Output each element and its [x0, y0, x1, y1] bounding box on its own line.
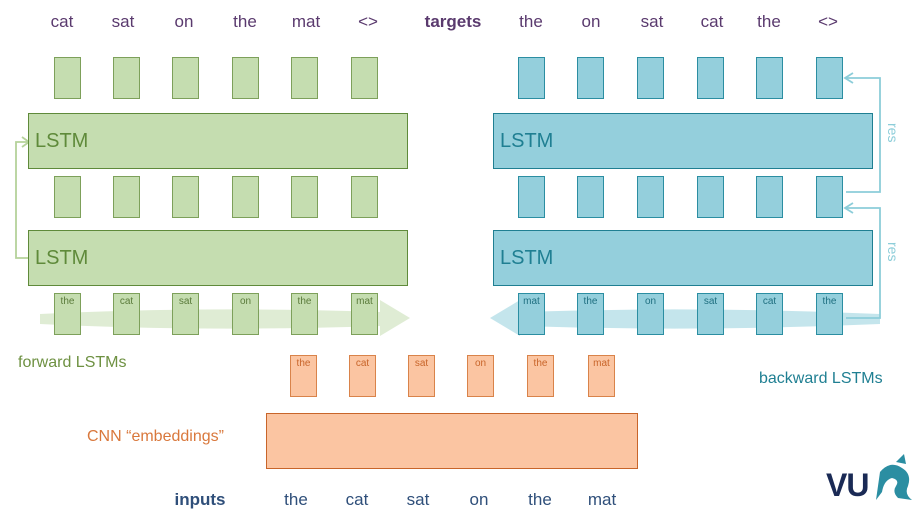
backward-residual-label-top: res	[885, 123, 901, 143]
cnn-embedding-block	[266, 413, 638, 469]
target-word: on	[174, 12, 194, 31]
target-word: cat	[50, 12, 74, 31]
input-word: on	[469, 490, 489, 509]
backward-residual-arrow-top	[843, 72, 881, 193]
forward-output-cell	[54, 57, 81, 99]
forward-input-cell: cat	[113, 293, 140, 335]
forward-output-cell	[172, 57, 199, 99]
backward-output-cell	[816, 57, 843, 99]
backward-residual-label-bottom: res	[885, 242, 901, 262]
backward-hidden-cell	[518, 176, 545, 218]
forward-output-cell	[113, 57, 140, 99]
backward-hidden-cell	[756, 176, 783, 218]
forward-hidden-cell	[54, 176, 81, 218]
target-word: the	[519, 12, 543, 31]
forward-hidden-cell	[232, 176, 259, 218]
inputs-label: inputs	[174, 490, 226, 509]
target-word: the	[757, 12, 781, 31]
backward-input-cell: the	[577, 293, 604, 335]
backward-hidden-cell	[697, 176, 724, 218]
forward-hidden-cell	[113, 176, 140, 218]
input-word: the	[528, 490, 552, 509]
forward-input-cell: mat	[351, 293, 378, 335]
embedding-cell: the	[527, 355, 554, 397]
target-word: <>	[818, 12, 838, 31]
backward-output-cell	[518, 57, 545, 99]
forward-input-cell: the	[54, 293, 81, 335]
forward-output-cell	[351, 57, 378, 99]
embedding-cell: cat	[349, 355, 376, 397]
target-word: cat	[700, 12, 724, 31]
forward-output-cell	[232, 57, 259, 99]
vu-logo: VU	[826, 467, 869, 503]
backward-input-cell: sat	[697, 293, 724, 335]
backward-lstm-top: LSTM	[493, 113, 873, 169]
backward-output-cell	[756, 57, 783, 99]
backward-hidden-cell	[637, 176, 664, 218]
input-word: mat	[587, 490, 617, 509]
backward-hidden-cell	[816, 176, 843, 218]
target-word: <>	[358, 12, 378, 31]
forward-hidden-cell	[351, 176, 378, 218]
target-word: sat	[640, 12, 664, 31]
input-word: sat	[406, 490, 430, 509]
target-word: the	[233, 12, 257, 31]
cnn-caption: CNN “embeddings”	[87, 428, 224, 445]
backward-residual-arrow-bottom	[843, 202, 881, 319]
forward-input-cell: the	[291, 293, 318, 335]
backward-output-cell	[697, 57, 724, 99]
backward-lstm-bottom: LSTM	[493, 230, 873, 286]
backward-input-cell: cat	[756, 293, 783, 335]
input-word: cat	[345, 490, 369, 509]
embedding-cell: on	[467, 355, 494, 397]
embedding-cell: sat	[408, 355, 435, 397]
backward-output-cell	[577, 57, 604, 99]
backward-caption: backward LSTMs	[759, 370, 883, 387]
forward-caption: forward LSTMs	[18, 354, 127, 371]
forward-hidden-cell	[291, 176, 318, 218]
lstm-label: LSTM	[500, 246, 554, 269]
targets-label: targets	[424, 12, 482, 31]
embedding-cell: the	[290, 355, 317, 397]
vu-griffin-icon	[876, 454, 912, 500]
forward-lstm-top: LSTM	[28, 113, 408, 169]
backward-hidden-cell	[577, 176, 604, 218]
forward-output-cell	[291, 57, 318, 99]
target-word: mat	[291, 12, 321, 31]
forward-lstm-bottom: LSTM	[28, 230, 408, 286]
lstm-label: LSTM	[500, 129, 554, 152]
backward-input-cell: on	[637, 293, 664, 335]
target-word: sat	[111, 12, 135, 31]
input-word: the	[284, 490, 308, 509]
target-word: on	[581, 12, 601, 31]
backward-output-cell	[637, 57, 664, 99]
forward-hidden-cell	[172, 176, 199, 218]
forward-input-cell: on	[232, 293, 259, 335]
lstm-label: LSTM	[35, 246, 89, 269]
forward-input-cell: sat	[172, 293, 199, 335]
lstm-label: LSTM	[35, 129, 89, 152]
embedding-cell: mat	[588, 355, 615, 397]
backward-input-cell: the	[816, 293, 843, 335]
backward-input-cell: mat	[518, 293, 545, 335]
